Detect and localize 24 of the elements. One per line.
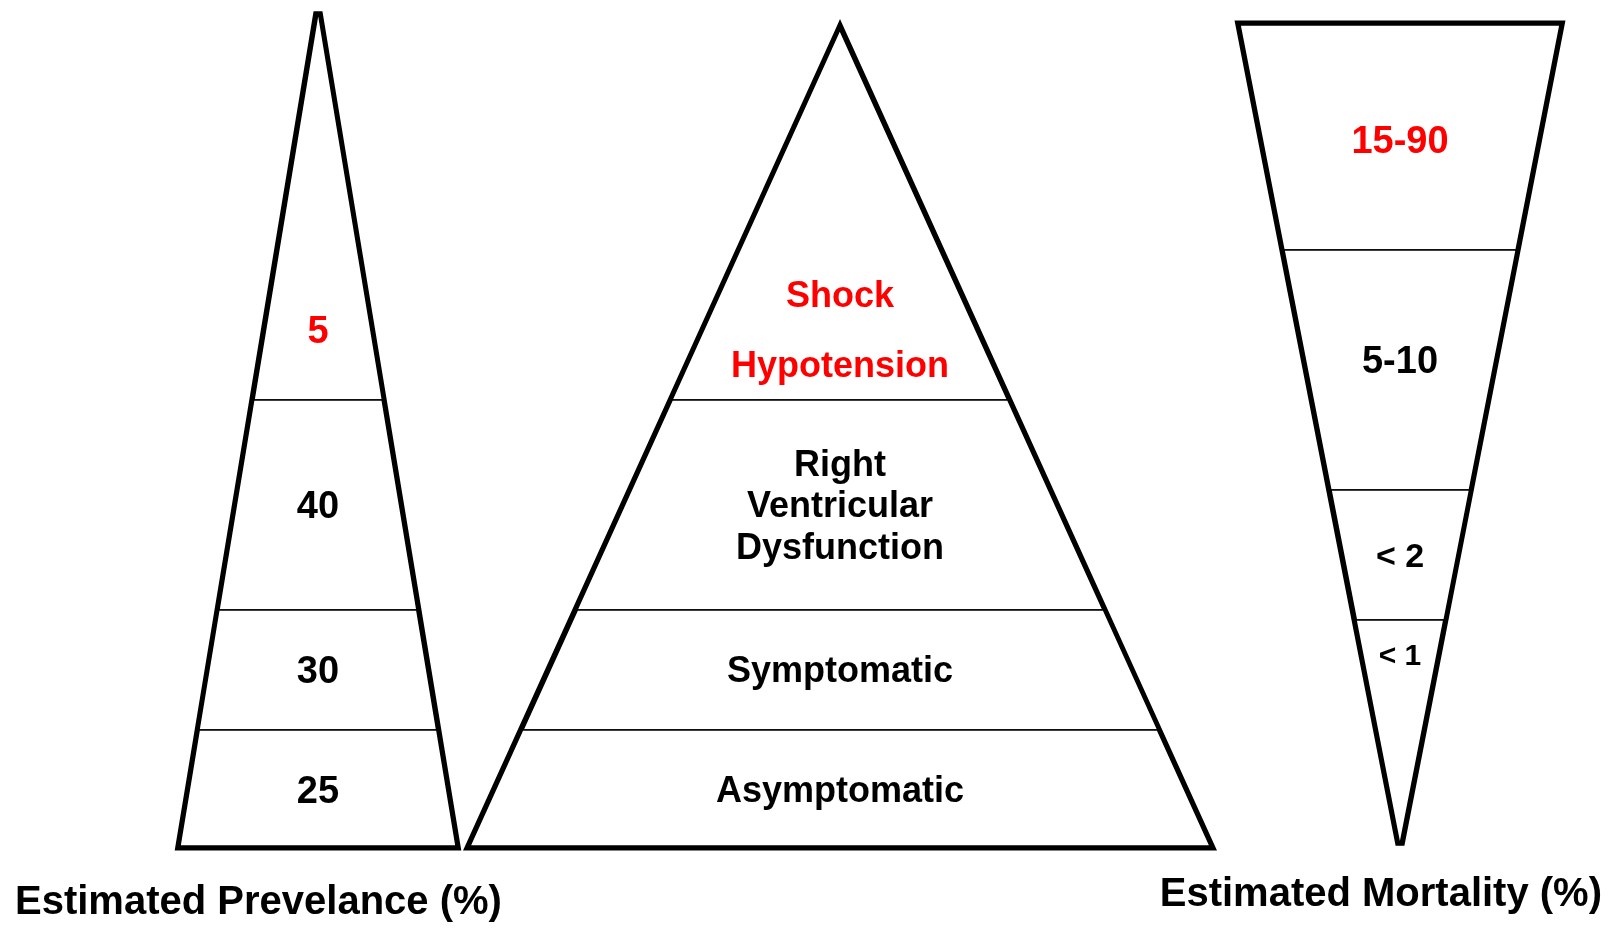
pyramid-band [522, 610, 1158, 730]
band-label: 25 [296, 771, 340, 809]
band-label: Shock [785, 277, 894, 313]
band-label: < 2 [1375, 538, 1425, 572]
pyramid-band [470, 730, 1210, 846]
band-label: Symptomatic [726, 652, 953, 688]
band-label: 30 [296, 651, 340, 689]
band-label: Asymptomatic [715, 772, 965, 808]
band-label: 15-90 [1351, 121, 1449, 159]
pyramid-band [1240, 25, 1560, 250]
axis-caption: Estimated Prevelance (%) [15, 880, 502, 920]
axis-caption: Estimated Mortality (%) [1159, 872, 1602, 912]
band-label: 5 [307, 311, 329, 349]
pyramid-band [672, 30, 1008, 400]
band-label: Hypotension [731, 347, 949, 383]
pyramid-band [199, 610, 437, 730]
band-label: 40 [296, 486, 340, 524]
pyramid-band [1356, 620, 1444, 845]
pyramid-band [577, 400, 1103, 610]
band-label: < 1 [1378, 640, 1422, 670]
band-label: Right Ventricular Dysfunction [734, 442, 945, 568]
pyramid-band [219, 400, 417, 610]
band-label: 5-10 [1361, 341, 1438, 379]
pyramid-band [180, 730, 456, 846]
